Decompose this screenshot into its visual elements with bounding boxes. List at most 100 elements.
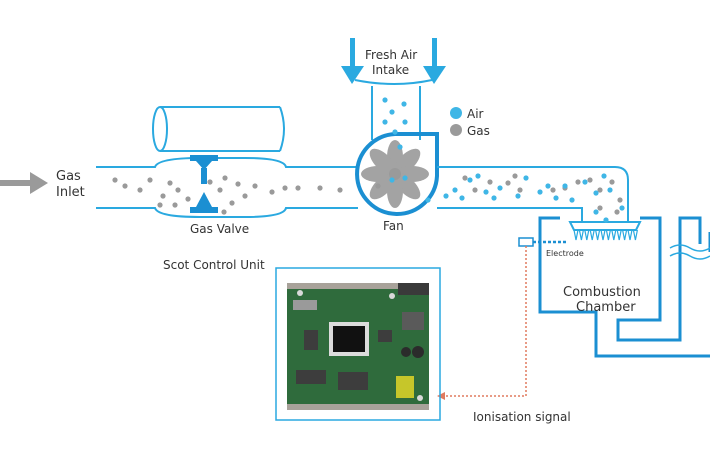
flame: [611, 229, 617, 241]
air-particle: [523, 175, 529, 181]
combustion-chamber: [538, 216, 710, 358]
air-particle: [392, 129, 398, 135]
electrode-label: Electrode: [546, 249, 584, 258]
air-particle: [467, 177, 473, 183]
gas-particle: [575, 179, 581, 185]
gas-inlet-label-2: Inlet: [56, 185, 85, 200]
fan-label: Fan: [383, 219, 404, 233]
air-particle: [402, 175, 408, 181]
gas-particle: [167, 180, 173, 186]
gas-particle: [217, 187, 223, 193]
gas-particle: [462, 175, 468, 181]
air-particle: [607, 187, 613, 193]
combustion-chamber-label-2: Chamber: [576, 300, 636, 315]
air-particle: [593, 209, 599, 215]
gas-particle: [269, 189, 275, 195]
gas-particle: [229, 200, 235, 206]
flame: [573, 229, 579, 241]
flame: [622, 229, 628, 241]
gas-particle: [221, 209, 227, 215]
air-particle: [553, 195, 559, 201]
ionisation-signal-line: [443, 246, 527, 397]
gas-particle: [157, 202, 163, 208]
gas-particle: [614, 209, 620, 215]
gas-particle: [122, 183, 128, 189]
air-particle: [382, 97, 388, 103]
gas-particle: [337, 187, 343, 193]
fan-hub: [389, 168, 401, 180]
gas-particle: [597, 205, 603, 211]
gas-valve-icon: [190, 155, 218, 213]
gas-valve-label: Gas Valve: [190, 222, 249, 236]
legend-gas-swatch: [450, 124, 462, 136]
flame: [595, 229, 601, 241]
scot-control-unit-label: Scot Control Unit: [163, 258, 265, 272]
flame: [584, 229, 590, 241]
flame: [605, 229, 611, 241]
fresh-air-intake-arrow-left-icon: [341, 38, 364, 84]
air-particle: [601, 173, 607, 179]
gas-particle: [472, 187, 478, 193]
air-particle: [475, 173, 481, 179]
combustion-chamber-label-1: Combustion: [563, 285, 641, 300]
gas-particle: [487, 179, 493, 185]
air-particle: [593, 190, 599, 196]
intake-mouth: [354, 79, 433, 85]
signal-arrowhead-icon: [437, 392, 445, 400]
control-unit-frame: [275, 267, 441, 421]
gas-particle: [112, 177, 118, 183]
gas-particle: [512, 173, 518, 179]
air-particle: [537, 189, 543, 195]
gas-particle: [295, 185, 301, 191]
gas-inlet-label-1: Gas: [56, 169, 81, 184]
gas-particle: [252, 183, 258, 189]
air-particle: [569, 197, 575, 203]
air-particle: [401, 101, 407, 107]
gas-particle: [617, 197, 623, 203]
air-particle: [603, 217, 609, 223]
gas-particle: [282, 185, 288, 191]
air-particle: [382, 119, 388, 125]
gas-particle: [242, 193, 248, 199]
gas-particle: [137, 187, 143, 193]
gas-particle: [222, 175, 228, 181]
legend-gas-label: Gas: [467, 124, 490, 138]
gas-particle: [175, 187, 181, 193]
air-particle: [562, 183, 568, 189]
gas-particle: [609, 179, 615, 185]
air-particle: [389, 177, 395, 183]
flame: [589, 229, 595, 241]
air-particle: [497, 185, 503, 191]
flame: [616, 229, 622, 241]
fresh-air-label-1: Fresh Air: [365, 48, 417, 62]
gas-particle: [160, 193, 166, 199]
fresh-air-intake-arrow-right-icon: [423, 38, 446, 84]
air-particle: [389, 109, 395, 115]
gas-pipe: [96, 157, 358, 218]
air-particle: [443, 193, 449, 199]
flue-break-icon: [669, 244, 710, 260]
gas-particle: [505, 180, 511, 186]
gas-particle: [517, 187, 523, 193]
flame: [578, 229, 584, 241]
air-particle: [425, 197, 431, 203]
gas-particle: [317, 185, 323, 191]
flame: [632, 229, 638, 241]
ionisation-signal-label: Ionisation signal: [473, 410, 571, 424]
flame: [627, 229, 633, 241]
valve-actuator-cylinder: [152, 106, 285, 152]
fan-blade: [369, 148, 397, 176]
gas-particle: [147, 177, 153, 183]
air-particle: [397, 144, 403, 150]
control-board-icon: [287, 283, 429, 410]
flow-particles: [112, 97, 625, 223]
air-particle: [515, 193, 521, 199]
intake-duct: [371, 86, 421, 140]
fresh-air-label-2: Intake: [372, 63, 409, 77]
legend-air-swatch: [450, 107, 462, 119]
legend-air-label: Air: [467, 107, 484, 121]
gas-particle: [550, 187, 556, 193]
gas-particle: [172, 202, 178, 208]
air-particle: [619, 205, 625, 211]
